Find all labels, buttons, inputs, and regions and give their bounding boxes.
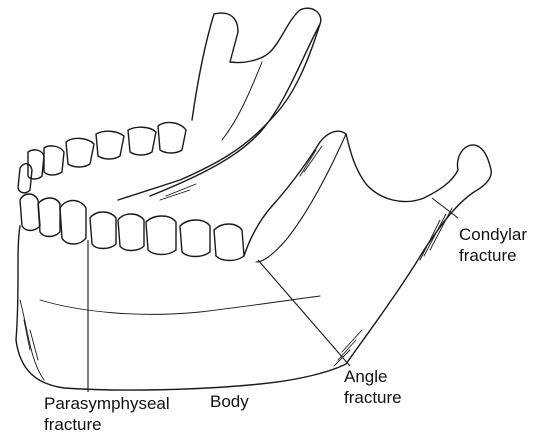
- condylar-fracture-label: Condylar fracture: [459, 224, 527, 266]
- body-label: Body: [210, 391, 249, 412]
- angle-leader: [258, 260, 350, 366]
- upper-premolar-2: [66, 138, 94, 167]
- ramus-ridge: [256, 134, 346, 262]
- opposite-ramus-ridge: [150, 24, 320, 196]
- body-lower-contour: [40, 296, 320, 314]
- upper-molar-1: [158, 123, 186, 153]
- upper-premolar-1: [96, 131, 124, 159]
- lower-premolar-1: [90, 212, 116, 249]
- mandible-outline: [16, 131, 491, 390]
- lower-molar-1: [146, 216, 176, 255]
- lower-molar-2: [180, 220, 210, 257]
- lower-molar-3: [214, 224, 244, 261]
- upper-jaw-inner-ridge: [192, 14, 214, 120]
- chin-contour: [20, 300, 44, 380]
- upper-incisor-a: [28, 150, 44, 179]
- parasymphyseal-fracture-label: Parasymphyseal fracture: [44, 393, 170, 435]
- lower-incisor-1: [20, 194, 40, 231]
- angle-fracture-label: Angle fracture: [344, 366, 402, 408]
- upper-jaw-outline: [118, 8, 321, 200]
- lower-premolar-2: [118, 214, 144, 251]
- opposite-ramus-shading: [222, 62, 262, 140]
- upper-molar-2: [128, 127, 156, 155]
- lower-incisor-2: [38, 198, 60, 237]
- upper-canine: [44, 146, 64, 175]
- lower-canine: [60, 201, 86, 245]
